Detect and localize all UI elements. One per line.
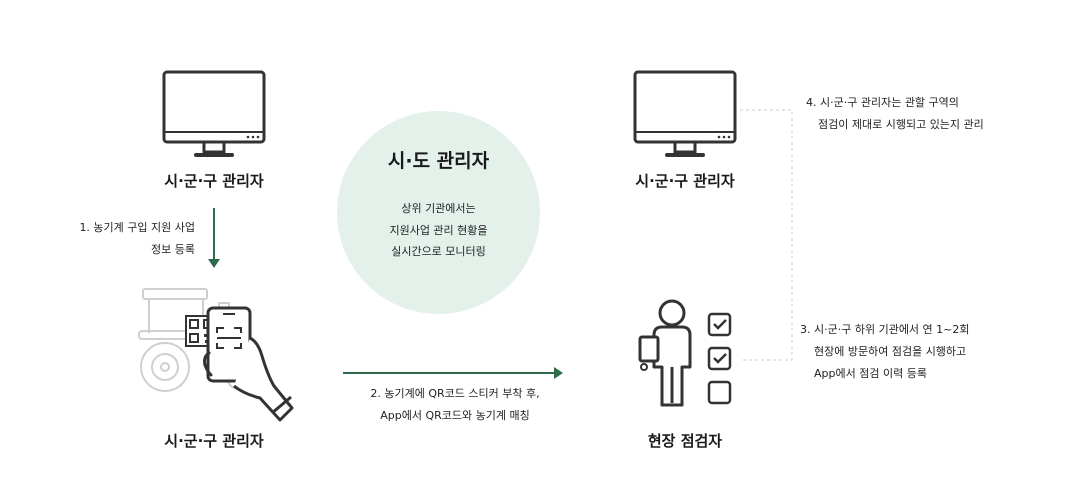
inspector-person-icon: [638, 299, 692, 407]
checklist-icon: [707, 312, 732, 405]
hand-phone-qr-icon: [185, 306, 294, 422]
bottom-right-label: 현장 점검자: [647, 432, 723, 450]
hub-description: 상위 기관에서는 지원사업 관리 현황을 실시간으로 모니터링: [389, 202, 488, 258]
monitor-icon: [162, 70, 266, 157]
right-monitor-label: 시·군·구 관리자: [635, 172, 735, 190]
step2-text: 2. 농기계에 QR코드 스티커 부착 후, App에서 QR코드와 농기계 매…: [370, 387, 540, 422]
step1-text: 1. 농기계 구입 지원 사업 정보 등록: [79, 221, 195, 256]
left-monitor-label: 시·군·구 관리자: [164, 172, 264, 190]
right-arrow-icon: [343, 367, 563, 379]
bottom-left-label: 시·군·구 관리자: [164, 432, 264, 450]
down-arrow-icon: [208, 208, 220, 268]
hub-title: 시·도 관리자: [387, 150, 490, 172]
hub-circle: [337, 111, 540, 314]
step3-text: 3. 시·군·구 하위 기관에서 연 1~2회 현장에 방문하여 점검을 시행하…: [800, 323, 970, 380]
step4-text: 4. 시·군·구 관리자는 관할 구역의 점검이 제대로 시행되고 있는지 관리: [806, 96, 984, 131]
dashed-connector: [740, 109, 793, 361]
monitor-icon: [633, 70, 737, 157]
